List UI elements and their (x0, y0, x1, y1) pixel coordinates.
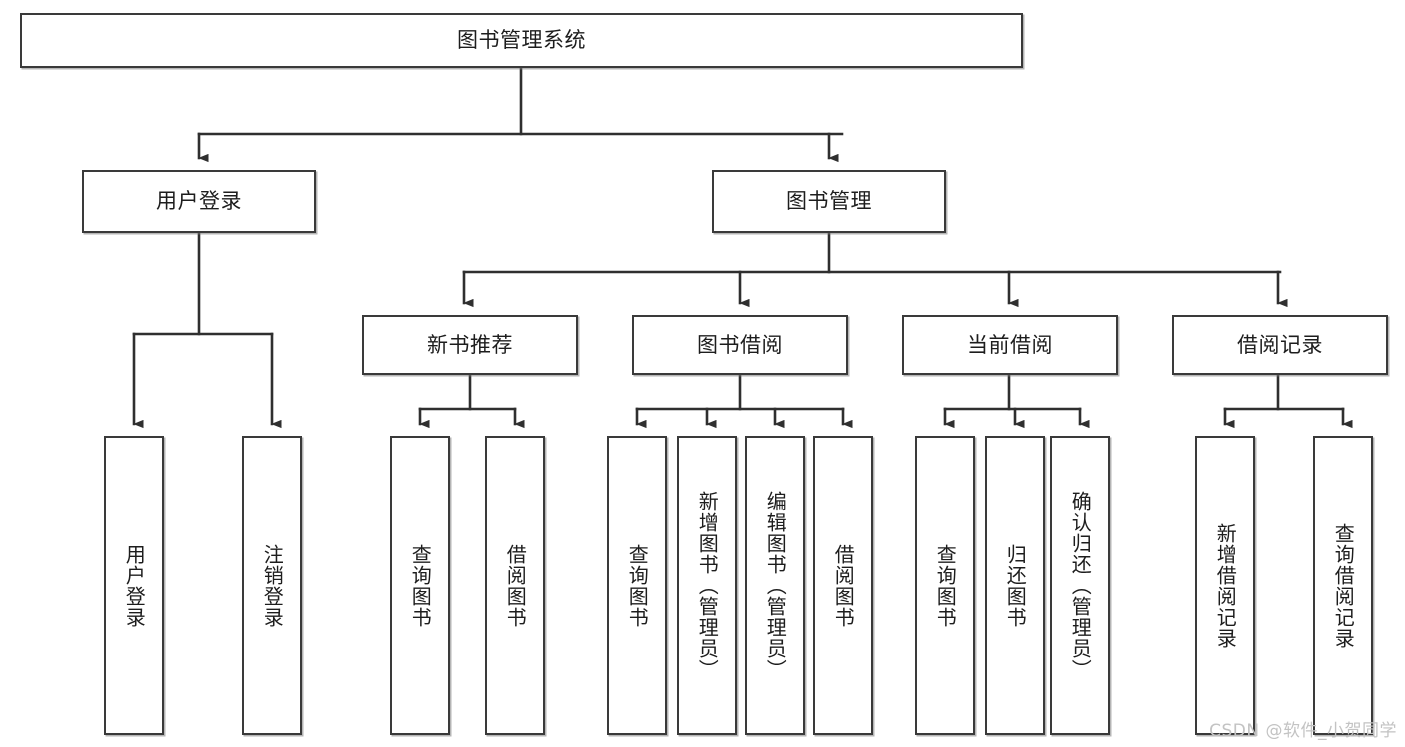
node-book-management-label: 图书管理 (786, 189, 872, 214)
leaf-query-book-recommend-label: 查询图书 (408, 543, 433, 628)
leaf-query-book-borrow[interactable]: 查询图书 (607, 436, 667, 735)
leaf-query-borrow-record-label: 查询借阅记录 (1331, 522, 1356, 649)
node-borrow-record[interactable]: 借阅记录 (1172, 315, 1388, 375)
node-user-login-label: 用户登录 (156, 189, 242, 214)
leaf-confirm-return-admin[interactable]: 确认归还（管理员） (1050, 436, 1110, 735)
leaf-borrow-book-recommend-label: 借阅图书 (503, 543, 528, 628)
leaf-add-book-admin[interactable]: 新增图书（管理员） (677, 436, 737, 735)
node-book-borrow[interactable]: 图书借阅 (632, 315, 848, 375)
node-root-label: 图书管理系统 (457, 28, 586, 53)
leaf-return-book-label: 归还图书 (1003, 543, 1028, 628)
leaf-query-book-current[interactable]: 查询图书 (915, 436, 975, 735)
leaf-logout-label: 注销登录 (260, 543, 285, 628)
leaf-add-borrow-record-label: 新增借阅记录 (1213, 522, 1238, 649)
leaf-borrow-book-recommend[interactable]: 借阅图书 (485, 436, 545, 735)
leaf-add-book-admin-label: 新增图书（管理员） (695, 491, 720, 680)
leaf-user-login-label: 用户登录 (122, 543, 147, 628)
csdn-watermark: CSDN @软件_小贺同学 (1209, 721, 1397, 741)
leaf-query-book-current-label: 查询图书 (933, 543, 958, 628)
node-current-borrow-label: 当前借阅 (967, 332, 1053, 357)
leaf-query-borrow-record[interactable]: 查询借阅记录 (1313, 436, 1373, 735)
leaf-return-book[interactable]: 归还图书 (985, 436, 1045, 735)
node-root[interactable]: 图书管理系统 (20, 13, 1023, 68)
node-new-book-recommend[interactable]: 新书推荐 (362, 315, 578, 375)
node-borrow-record-label: 借阅记录 (1237, 332, 1323, 357)
node-current-borrow[interactable]: 当前借阅 (902, 315, 1118, 375)
leaf-edit-book-admin[interactable]: 编辑图书（管理员） (745, 436, 805, 735)
node-book-management[interactable]: 图书管理 (712, 170, 946, 233)
node-book-borrow-label: 图书借阅 (697, 332, 783, 357)
leaf-borrow-book-label: 借阅图书 (831, 543, 856, 628)
leaf-user-login[interactable]: 用户登录 (104, 436, 164, 735)
leaf-borrow-book[interactable]: 借阅图书 (813, 436, 873, 735)
leaf-add-borrow-record[interactable]: 新增借阅记录 (1195, 436, 1255, 735)
node-user-login[interactable]: 用户登录 (82, 170, 316, 233)
leaf-edit-book-admin-label: 编辑图书（管理员） (763, 491, 788, 680)
leaf-query-book-borrow-label: 查询图书 (625, 543, 650, 628)
leaf-logout[interactable]: 注销登录 (242, 436, 302, 735)
leaf-confirm-return-admin-label: 确认归还（管理员） (1068, 491, 1093, 680)
node-new-book-recommend-label: 新书推荐 (427, 332, 513, 357)
leaf-query-book-recommend[interactable]: 查询图书 (390, 436, 450, 735)
